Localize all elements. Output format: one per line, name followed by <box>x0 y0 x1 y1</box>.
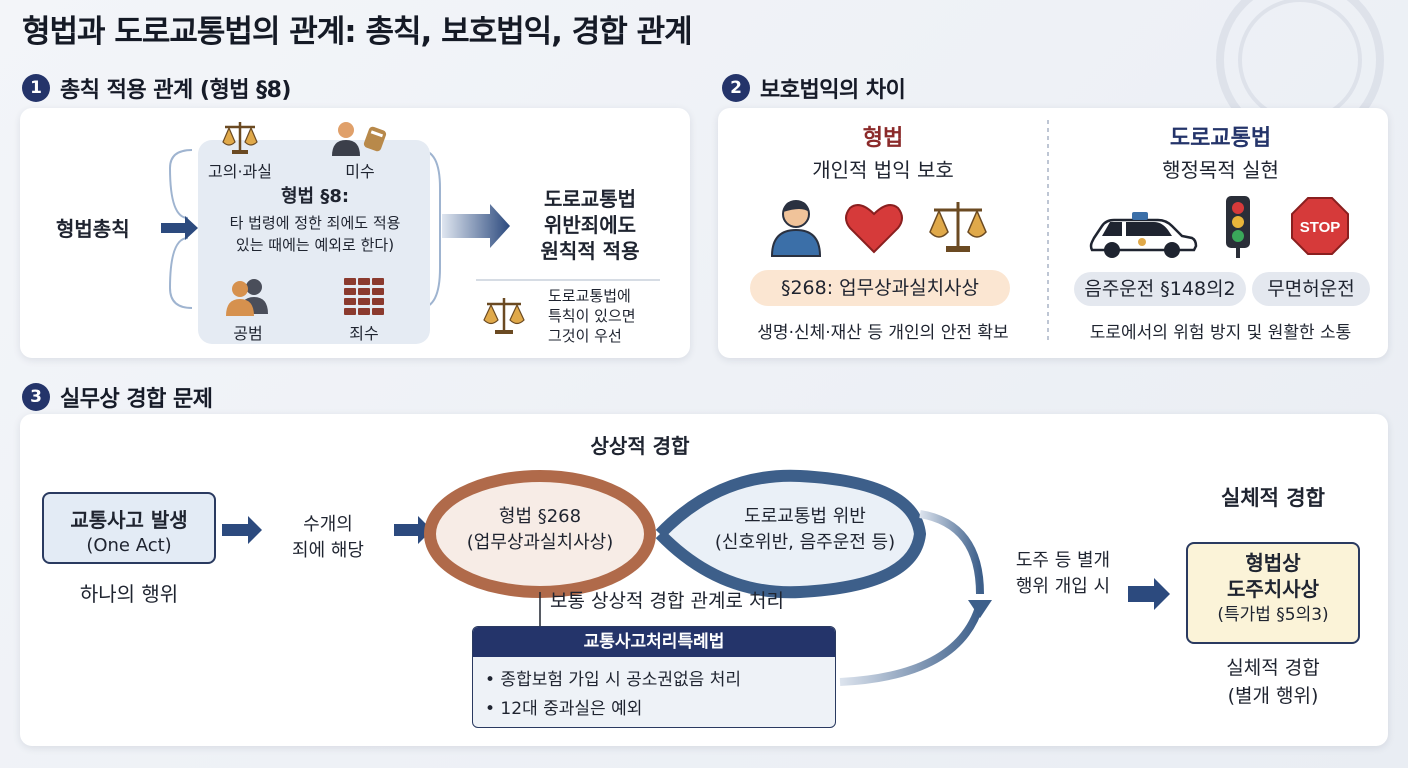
traffic-law-description: 도로에서의 위험 방지 및 원활한 소통 <box>1089 323 1352 343</box>
accident-title: 교통사고 발생 <box>70 508 188 532</box>
special-act-title: 교통사고처리특례법 <box>473 627 835 657</box>
drunk-driving-pill: 음주운전 §148의2 <box>1074 272 1246 306</box>
attempt-person-icon <box>332 122 387 156</box>
oval-left-line-1: 형법 §268 <box>498 506 582 527</box>
traffic-law-subtitle: 행정목적 실현 <box>1162 158 1279 182</box>
section-3-number: 3 <box>22 383 50 411</box>
hit-and-run-box: 형법상 도주치사상 (특가법 §5의3) <box>1186 542 1360 644</box>
accomplices-icon <box>226 279 268 316</box>
result-line-1: 도로교통법 <box>544 187 636 211</box>
stop-sign-text: STOP <box>1300 219 1341 236</box>
traffic-light-icon <box>1226 196 1250 258</box>
special-act-box: 교통사고처리특례법 • 종합보험 가입 시 공소권없음 처리 • 12대 중과실… <box>472 626 836 728</box>
scales-icon-note <box>483 298 525 334</box>
item-intent-negligence: 고의·과실 <box>208 162 272 181</box>
real-caption-line-1: 실체적 경합 <box>1226 657 1320 679</box>
section-2-panel: 형법 개인적 법익 보호 §268: 업무상과실치사상 생명·신체·재산 등 개… <box>718 108 1388 358</box>
scales-icon-right <box>929 202 987 252</box>
special-act-item-2: • 12대 중과실은 예외 <box>485 699 643 719</box>
section-3-panel: 상상적 경합 교통사고 발생 (One Act) 하나의 행위 수개의 죄에 해… <box>20 414 1388 746</box>
person-icon <box>770 200 822 257</box>
criminal-general-label: 형법총칙 <box>56 217 130 241</box>
unlicensed-driving-pill: 무면허운전 <box>1252 272 1370 306</box>
note-line-3: 그것이 우선 <box>548 327 622 345</box>
usual-concurrence-text: 보통 상상적 경합 관계로 처리 <box>550 590 784 612</box>
escape-line-1: 도주 등 별개 <box>1015 550 1111 571</box>
traffic-violation-oval: 도로교통법 위반 (신호위반, 음주운전 등) <box>700 504 910 556</box>
criminal-law-title: 형법 <box>862 126 904 151</box>
oval-left-line-2: (업무상과실치사상) <box>466 532 614 553</box>
section-2-number: 2 <box>722 74 750 102</box>
real-concurrence-label: 실체적 경합 <box>1221 486 1325 510</box>
police-car-icon <box>1089 212 1198 258</box>
accident-sub: (One Act) <box>86 535 172 556</box>
scales-icon <box>222 122 258 154</box>
section-8-text-2: 있는 때에는 예외로 한다) <box>235 236 395 254</box>
result-line-2: 위반죄에도 <box>544 213 636 237</box>
page-title: 형법과 도로교통법의 관계: 총칙, 보호법익, 경합 관계 <box>22 14 693 50</box>
real-caption-line-2: (별개 행위) <box>1227 685 1319 707</box>
escape-line-2: 행위 개입 시 <box>1015 576 1111 597</box>
counts-bricks-icon <box>344 278 384 315</box>
special-rule-note: 도로교통법에 특칙이 있으면 그것이 우선 <box>548 286 636 346</box>
section-1-number: 1 <box>22 74 50 102</box>
section-1-header: 1 총칙 적용 관계 (형법 §8) <box>22 72 291 104</box>
section-3-header: 3 실무상 경합 문제 <box>22 381 213 413</box>
multiple-crimes-line-2: 죄에 해당 <box>292 540 364 561</box>
section-2-header: 2 보호법익의 차이 <box>722 72 906 104</box>
section-8-text-1: 타 법령에 정한 죄에도 적용 <box>229 214 401 232</box>
criminal-law-subtitle: 개인적 법익 보호 <box>812 158 954 182</box>
section-1-flow-lines <box>161 149 660 309</box>
hit-run-line-1: 형법상 <box>1245 551 1301 575</box>
result-text: 도로교통법 위반죄에도 원칙적 적용 <box>500 186 680 264</box>
note-line-1: 도로교통법에 <box>548 287 631 305</box>
traffic-law-title: 도로교통법 <box>1169 126 1272 151</box>
hit-run-line-2: 도주치사상 <box>1227 577 1319 601</box>
escape-text: 도주 등 별개 행위 개입 시 <box>998 548 1128 600</box>
section-3-flow-lines <box>222 469 1170 686</box>
stop-sign-icon: STOP <box>1291 197 1349 255</box>
item-accomplice: 공범 <box>233 324 263 343</box>
section-2-title: 보호법익의 차이 <box>760 78 906 103</box>
section-1-title: 총칙 적용 관계 (형법 §8) <box>60 78 291 103</box>
special-act-item-1: • 종합보험 가입 시 공소권없음 처리 <box>485 670 742 690</box>
item-counts: 죄수 <box>349 324 379 343</box>
one-act-caption: 하나의 행위 <box>79 582 179 606</box>
section-1-panel: 형법총칙 고의·과실 미수 형법 §8: 타 법령에 정한 죄에도 적용 있는 … <box>20 108 690 358</box>
concurrence-label: 상상적 경합 <box>590 434 690 458</box>
heart-icon <box>845 204 903 254</box>
real-concurrence-caption: 실체적 경합 (별개 행위) <box>1180 654 1366 710</box>
item-attempt: 미수 <box>345 162 375 181</box>
article-268-pill: §268: 업무상과실치사상 <box>750 270 1010 306</box>
note-line-2: 특칙이 있으면 <box>548 307 636 325</box>
oval-right-line-2: (신호위반, 음주운전 등) <box>714 532 896 553</box>
hit-run-line-3: (특가법 §5의3) <box>1217 605 1329 625</box>
accident-box: 교통사고 발생 (One Act) <box>42 492 216 564</box>
result-line-3: 원칙적 적용 <box>540 239 640 263</box>
criminal-268-oval: 형법 §268 (업무상과실치사상) <box>440 504 640 556</box>
divider-line <box>1047 120 1049 343</box>
criminal-law-description: 생명·신체·재산 등 개인의 안전 확보 <box>757 323 1009 343</box>
section-3-title: 실무상 경합 문제 <box>60 387 213 412</box>
oval-right-line-1: 도로교통법 위반 <box>744 506 866 527</box>
multiple-crimes-text: 수개의 죄에 해당 <box>264 512 392 564</box>
section-8-title: 형법 §8: <box>280 186 350 207</box>
multiple-crimes-line-1: 수개의 <box>303 514 353 535</box>
